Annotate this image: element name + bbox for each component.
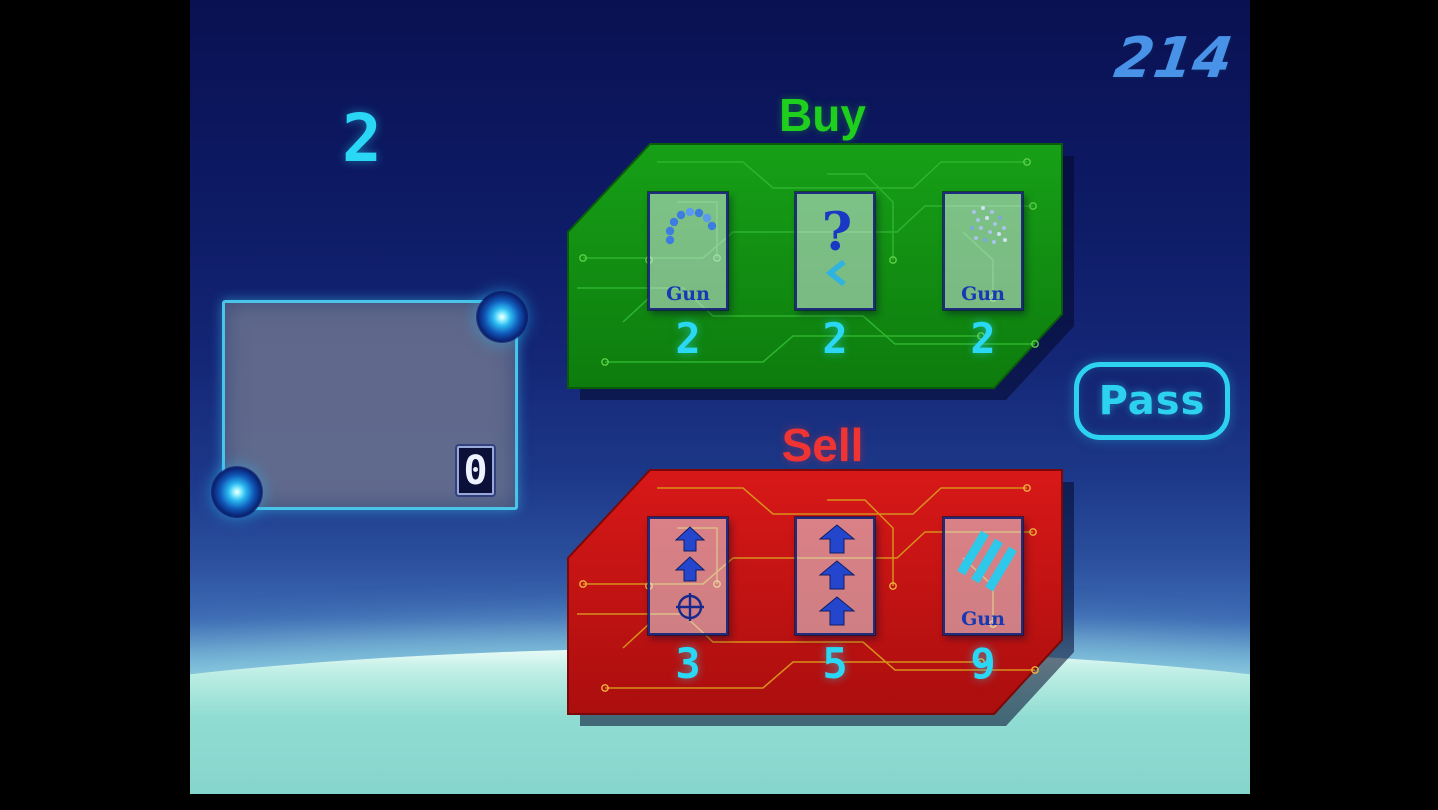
sell-price: 3 <box>675 639 701 688</box>
sell-card-triple-upgrade[interactable] <box>795 517 875 635</box>
buy-card-gun-scatter[interactable]: Gun <box>943 192 1023 310</box>
sell-price: 5 <box>822 639 848 688</box>
sell-title: Sell <box>781 419 864 471</box>
buy-price: 2 <box>822 314 848 363</box>
card-label: Gun <box>666 283 710 305</box>
glow-orb-icon <box>476 291 528 343</box>
game-screen: 214 2 0 Buy <box>190 0 1250 794</box>
slot-counter: 0 <box>457 446 494 495</box>
hand-count: 2 <box>342 100 382 177</box>
gun-slash-icon <box>957 530 1017 592</box>
sell-price: 9 <box>970 639 996 688</box>
mystery-icon: ? <box>822 202 852 287</box>
sell-card-gun-slash[interactable]: Gun <box>943 517 1023 635</box>
upgrade-crosshair-icon <box>674 526 706 621</box>
buy-title: Buy <box>779 89 866 141</box>
slot-counter-digit: 0 <box>463 447 488 494</box>
buy-card-gun-spray[interactable]: Gun <box>648 192 728 310</box>
gun-scatter-icon <box>970 206 1007 244</box>
pass-button[interactable]: Pass <box>1074 362 1230 440</box>
gun-spray-icon <box>665 207 717 245</box>
buy-price: 2 <box>675 314 701 363</box>
buy-card-mystery[interactable]: ? <box>795 192 875 310</box>
triple-upgrade-icon <box>818 524 856 626</box>
score-display: 214 <box>1110 26 1237 91</box>
card-label: Gun <box>961 283 1005 305</box>
sell-card-upgrade-crosshair[interactable] <box>648 517 728 635</box>
glow-orb-icon <box>211 466 263 518</box>
select-arrow-icon <box>825 259 846 287</box>
card-label: Gun <box>961 608 1005 630</box>
buy-price: 2 <box>970 314 996 363</box>
svg-text:?: ? <box>822 202 852 263</box>
